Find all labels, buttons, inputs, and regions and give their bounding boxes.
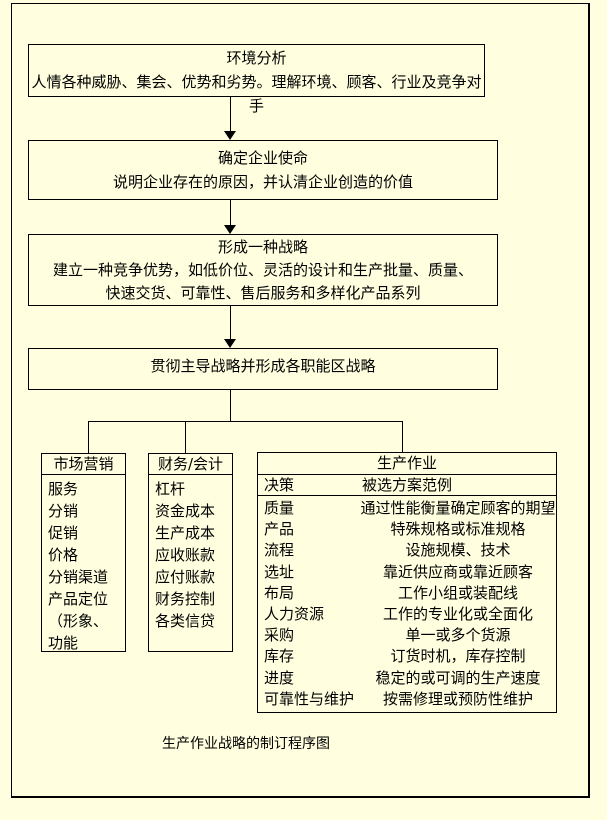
branch-stem-line [230, 390, 231, 421]
production-rows: 质量 通过性能衡量确定顾客的期望 产品 特殊规格或标准规格 流程 设施规模、技术… [258, 496, 556, 710]
finance-items: 杠杆 资金成本 生产成本 应收账款 应付账款 财务控制 各类信贷 [149, 475, 232, 632]
decision-cell: 库存 [264, 647, 295, 666]
list-item: 各类信贷 [155, 612, 216, 630]
branch-horizontal-line [88, 421, 403, 422]
box-body-line: 说明企业存在的原因，并认清企业创造的价值 [112, 173, 413, 191]
decision-cell: 人力资源 [264, 604, 325, 623]
flow-box-define-mission: 确定企业使命 说明企业存在的原因，并认清企业创造的价值 [28, 140, 498, 200]
decision-cell: 进度 [264, 668, 295, 687]
option-cell: 通过性能衡量确定顾客的期望 [360, 499, 556, 517]
decision-cell: 流程 [264, 541, 295, 560]
list-item: 财务控制 [155, 590, 216, 608]
decision-cell: 质量 [264, 499, 295, 517]
option-cell: 稳定的或可调的生产速度 [375, 668, 541, 687]
decision-cell: 布局 [264, 583, 295, 602]
decision-cell: 可靠性与维护 [264, 689, 355, 708]
connector-line [230, 200, 231, 225]
column-header-decision: 决策 [264, 476, 295, 494]
flow-box-form-strategy: 形成一种战略 建立一种竞争优势，如低价位、灵活的设计和生产批量、质量、 快速交货… [28, 234, 498, 306]
list-item: （形象、 [48, 612, 109, 630]
arrow-down-icon [224, 131, 236, 140]
box-title: 环境分析 [226, 49, 287, 67]
figure-caption: 生产作业战略的制订程序图 [162, 736, 330, 752]
production-header: 生产作业 [258, 453, 556, 475]
option-cell: 靠近供应商或靠近顾客 [382, 562, 533, 581]
connector-line [230, 97, 231, 131]
table-row: 质量 通过性能衡量确定顾客的期望 [258, 498, 556, 519]
table-row: 产品 特殊规格或标准规格 [258, 519, 556, 540]
list-item: 价格 [48, 546, 79, 564]
branch-box-production: 生产作业 决策 被选方案范例 质量 通过性能衡量确定顾客的期望 产品 特殊规格或… [257, 452, 557, 713]
table-row: 布局 工作小组或装配线 [258, 583, 556, 604]
branch-drop-line-finance [185, 421, 186, 453]
option-cell: 特殊规格或标准规格 [390, 520, 526, 539]
branch-box-finance: 财务/会计 杠杆 资金成本 生产成本 应收账款 应付账款 财务控制 各类信贷 [148, 453, 233, 652]
flow-box-implement-strategy: 贯彻主导战略并形成各职能区战略 [28, 348, 498, 390]
table-row: 采购 单一或多个货源 [258, 625, 556, 646]
table-row: 库存 订货时机，库存控制 [258, 646, 556, 667]
table-row: 进度 稳定的或可调的生产速度 [258, 668, 556, 689]
connector-line [230, 306, 231, 339]
list-item: 分销渠道 [48, 568, 109, 586]
option-cell: 订货时机，库存控制 [390, 647, 526, 666]
box-title: 贯彻主导战略并形成各职能区战略 [150, 357, 376, 375]
list-item: 杠杆 [155, 480, 186, 498]
decision-cell: 选址 [264, 562, 295, 581]
list-item: 生产成本 [155, 524, 216, 542]
option-cell: 工作的专业化或全面化 [382, 604, 533, 623]
branch-box-marketing: 市场营销 服务 分销 促销 价格 分销渠道 产品定位 （形象、 功能 [41, 453, 126, 652]
option-cell: 按需修理或预防性维护 [382, 689, 533, 708]
table-row: 流程 设施规模、技术 [258, 540, 556, 561]
arrow-down-icon [224, 225, 236, 234]
finance-header: 财务/会计 [149, 454, 232, 475]
marketing-header: 市场营销 [42, 454, 125, 475]
marketing-items: 服务 分销 促销 价格 分销渠道 产品定位 （形象、 功能 [42, 475, 125, 654]
list-item: 应收账款 [155, 546, 216, 564]
option-cell: 工作小组或装配线 [397, 583, 518, 602]
column-header-options: 被选方案范例 [361, 476, 452, 494]
branch-drop-line-marketing [88, 421, 89, 453]
list-item: 分销 [48, 502, 79, 520]
option-cell: 单一或多个货源 [405, 626, 511, 645]
page-border [11, 3, 590, 798]
list-item: 产品定位 [48, 590, 109, 608]
box-title: 形成一种战略 [217, 238, 308, 256]
decision-cell: 产品 [264, 520, 295, 539]
production-subheader-row: 决策 被选方案范例 [258, 475, 556, 496]
flow-box-environment-analysis: 环境分析 人情各种威胁、集会、优势和劣势。理解环境、顾客、行业及竞争对手 [28, 44, 485, 115]
table-row: 人力资源 工作的专业化或全面化 [258, 604, 556, 625]
branch-drop-line-production [402, 421, 403, 452]
list-item: 服务 [48, 480, 79, 498]
box-title: 确定企业使命 [217, 149, 308, 167]
list-item: 应付账款 [155, 568, 216, 586]
arrow-down-icon [224, 339, 236, 348]
table-row: 选址 靠近供应商或靠近顾客 [258, 562, 556, 583]
option-cell: 设施规模、技术 [405, 541, 511, 560]
list-item: 功能 [48, 634, 79, 652]
list-item: 资金成本 [155, 502, 216, 520]
box-body-line: 建立一种竞争优势，如低价位、灵活的设计和生产批量、质量、 [52, 261, 473, 279]
list-item: 促销 [48, 524, 79, 542]
table-row: 可靠性与维护 按需修理或预防性维护 [258, 689, 556, 710]
box-body-line: 快速交货、可靠性、售后服务和多样化产品系列 [105, 284, 421, 302]
box-body-line: 人情各种威胁、集会、优势和劣势。理解环境、顾客、行业及竞争对手 [31, 73, 482, 115]
decision-cell: 采购 [264, 626, 295, 645]
